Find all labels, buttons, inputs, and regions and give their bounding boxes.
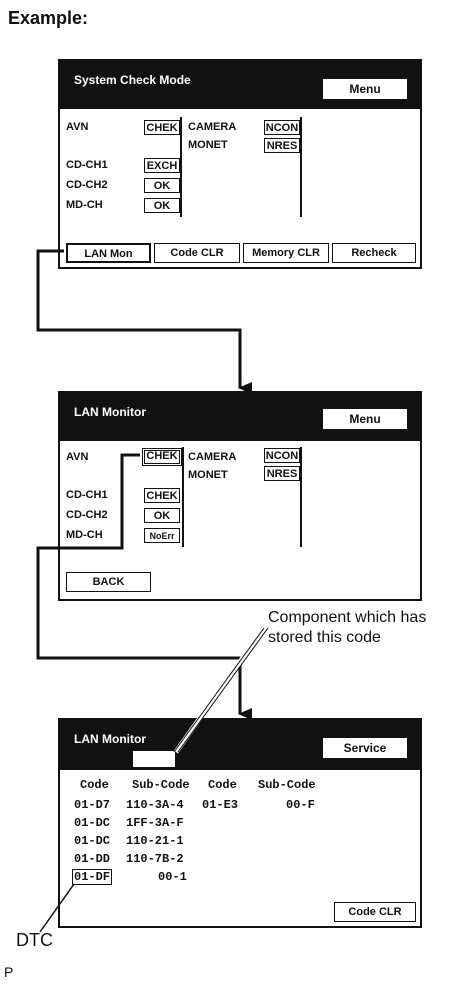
- column-divider: [182, 447, 184, 547]
- cd-ch1-status: CHEK: [144, 488, 180, 503]
- code-clr-button[interactable]: Code CLR: [334, 902, 416, 922]
- table-cell: 110-7B-2: [126, 852, 184, 866]
- monet-label: MONET: [188, 139, 228, 151]
- column-divider: [300, 117, 302, 217]
- cd-ch2-status: OK: [144, 178, 180, 193]
- table-cell: 01-DC: [74, 816, 111, 830]
- table-cell: 01-DD: [74, 852, 111, 866]
- dtc-code: 01-DF: [72, 869, 113, 885]
- col-header-code: Code: [80, 778, 109, 792]
- col-header-code: Code: [208, 778, 237, 792]
- cd-ch2-label: CD-CH2: [66, 179, 108, 191]
- service-button[interactable]: Service: [322, 737, 408, 759]
- component-badge: AVN: [132, 750, 176, 768]
- table-cell: 00-F: [286, 798, 315, 812]
- lan-mon-button[interactable]: LAN Mon: [66, 243, 151, 263]
- table-cell: 01-DC: [74, 834, 111, 848]
- camera-status: NCON: [264, 448, 300, 463]
- memory-clr-button[interactable]: Memory CLR: [243, 243, 329, 263]
- flow-arrow: [36, 453, 252, 720]
- back-button[interactable]: BACK: [66, 572, 151, 592]
- table-cell: 01-D7: [74, 798, 111, 812]
- col-header-sub-code: Sub-Code: [258, 778, 316, 792]
- footer-label: P: [4, 964, 14, 980]
- md-ch-status: NoErr: [144, 528, 180, 543]
- table-cell: 00-1: [158, 870, 187, 884]
- column-divider: [300, 447, 302, 547]
- flow-arrow: [36, 249, 252, 394]
- avn-label: AVN: [66, 451, 89, 463]
- md-ch-label: MD-CH: [66, 199, 103, 211]
- avn-status: CHEK: [144, 120, 180, 135]
- col-header-sub-code: Sub-Code: [132, 778, 190, 792]
- cd-ch2-status: OK: [144, 508, 180, 523]
- system-check-screen: System Check Mode Menu AVN CHEK CD-CH1 E…: [58, 59, 422, 269]
- avn-label: AVN: [66, 121, 89, 133]
- leader-line: [39, 883, 75, 933]
- component-annotation-line1: Component which has: [268, 609, 427, 626]
- screen-header: LAN Monitor Menu: [60, 393, 420, 441]
- monet-status: NRES: [264, 138, 300, 153]
- example-title: Example:: [8, 8, 89, 28]
- lan-monitor-service-screen: LAN Monitor AVN Service Code Sub-Code Co…: [58, 718, 422, 928]
- screen-title: LAN Monitor: [74, 732, 146, 746]
- camera-status: NCON: [264, 120, 300, 135]
- component-annotation-line2: stored this code: [268, 629, 381, 646]
- avn-status[interactable]: CHEK: [142, 448, 182, 466]
- dtc-label: DTC: [16, 930, 53, 950]
- screen-header: LAN Monitor AVN Service: [60, 720, 420, 770]
- camera-label: CAMERA: [188, 451, 237, 463]
- menu-button[interactable]: Menu: [322, 78, 408, 100]
- screen-header: System Check Mode Menu: [60, 61, 420, 109]
- lan-monitor-screen: LAN Monitor Menu AVN CHEK CD-CH1 CHEK CD…: [58, 391, 422, 601]
- md-ch-label: MD-CH: [66, 529, 103, 541]
- screen-title: LAN Monitor: [74, 405, 146, 419]
- table-cell: 110-3A-4: [126, 798, 184, 812]
- md-ch-status: OK: [144, 198, 180, 213]
- table-cell: 1FF-3A-F: [126, 816, 184, 830]
- camera-label: CAMERA: [188, 121, 237, 133]
- menu-button[interactable]: Menu: [322, 408, 408, 430]
- monet-status: NRES: [264, 466, 300, 481]
- recheck-button[interactable]: Recheck: [332, 243, 416, 263]
- table-cell: 110-21-1: [126, 834, 184, 848]
- monet-label: MONET: [188, 469, 228, 481]
- screen-title: System Check Mode: [74, 73, 191, 87]
- component-annotation: Component which has stored this code: [268, 608, 426, 648]
- column-divider: [180, 117, 182, 217]
- table-cell: 01-E3: [202, 798, 239, 812]
- cd-ch1-label: CD-CH1: [66, 159, 108, 171]
- cd-ch1-status: EXCH: [144, 158, 180, 173]
- cd-ch1-label: CD-CH1: [66, 489, 108, 501]
- leader-line: [177, 627, 269, 753]
- code-clr-button[interactable]: Code CLR: [154, 243, 240, 263]
- leader-line: [173, 627, 265, 753]
- cd-ch2-label: CD-CH2: [66, 509, 108, 521]
